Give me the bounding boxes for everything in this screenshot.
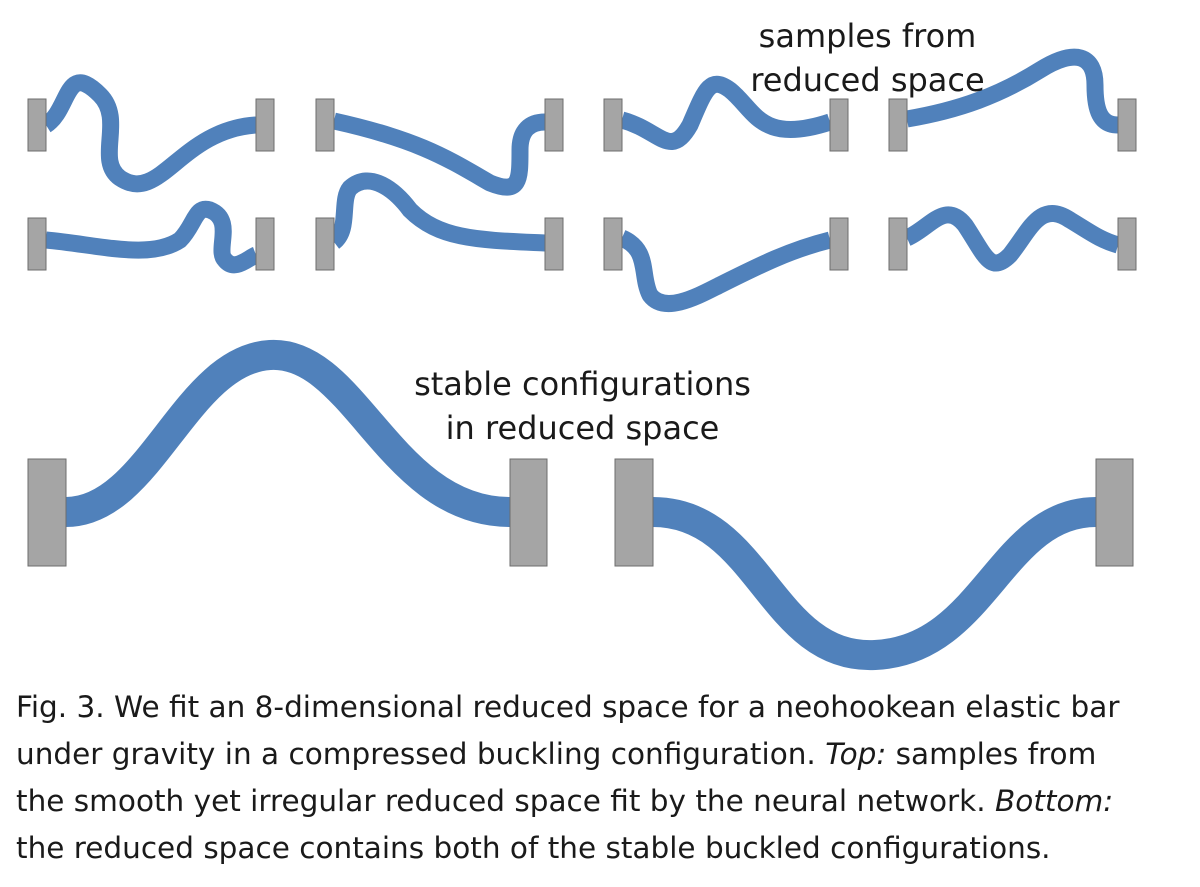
caption-text: samples from	[886, 737, 1097, 771]
figure-caption: Fig. 3. We fit an 8-dimensional reduced …	[16, 684, 1188, 872]
clamp-block	[1117, 98, 1137, 152]
sample-configuration	[27, 74, 275, 193]
clamp-block	[603, 217, 623, 271]
sample-configuration	[603, 75, 849, 152]
sample-configuration	[888, 205, 1137, 272]
stable-label-line: in reduced space	[445, 409, 720, 447]
caption-top-label: Top:	[825, 737, 887, 771]
elastic-bar	[40, 74, 257, 193]
clamp-block	[27, 98, 47, 152]
clamp-block	[27, 217, 47, 271]
clamp-block	[829, 217, 849, 271]
clamp-block	[544, 98, 564, 152]
elastic-bar	[619, 75, 833, 150]
clamp-block	[509, 458, 548, 567]
caption-text: under gravity in a compressed buckling c…	[16, 737, 826, 771]
clamp-block	[315, 217, 335, 271]
stable-label-line: stable configurations	[414, 365, 751, 403]
elastic-bar	[617, 230, 833, 313]
sample-configuration	[315, 172, 564, 271]
samples-label-line: samples from	[758, 17, 977, 55]
clamp-block	[603, 98, 623, 152]
elastic-bar	[332, 112, 546, 196]
clamp-block	[544, 217, 564, 271]
sample-configuration	[888, 48, 1137, 152]
stable-configuration-up	[27, 339, 548, 567]
elastic-bar	[45, 200, 260, 274]
elastic-bar	[652, 497, 1097, 671]
caption-line: the reduced space contains both of the s…	[16, 831, 1051, 865]
clamp-block	[829, 98, 849, 152]
sample-configuration	[603, 217, 849, 313]
clamp-block	[255, 98, 275, 152]
samples-label: samples from reduced space	[745, 14, 990, 102]
stable-configuration-down	[614, 458, 1134, 671]
elastic-bar	[64, 339, 511, 527]
caption-line: Fig. 3. We fit an 8-dimensional reduced …	[16, 690, 1120, 724]
clamp-block	[1095, 458, 1134, 567]
figure-illustration	[27, 48, 1137, 671]
clamp-block	[27, 458, 67, 567]
samples-label-line: reduced space	[750, 61, 985, 99]
elastic-bar	[327, 172, 546, 252]
clamp-block	[1117, 217, 1137, 271]
sample-configuration	[315, 98, 564, 196]
caption-line: the smooth yet irregular reduced space f…	[16, 778, 1188, 825]
elastic-bar	[905, 48, 1119, 134]
caption-text: the smooth yet irregular reduced space f…	[16, 784, 996, 818]
caption-bottom-label: Bottom:	[995, 784, 1114, 818]
clamp-block	[614, 458, 654, 567]
clamp-block	[315, 98, 335, 152]
clamp-block	[255, 217, 275, 271]
clamp-block	[888, 98, 908, 152]
caption-line: under gravity in a compressed buckling c…	[16, 731, 1188, 778]
stable-label: stable configurations in reduced space	[400, 362, 765, 450]
sample-configuration	[27, 200, 275, 274]
elastic-bar	[903, 205, 1121, 272]
clamp-block	[888, 217, 908, 271]
